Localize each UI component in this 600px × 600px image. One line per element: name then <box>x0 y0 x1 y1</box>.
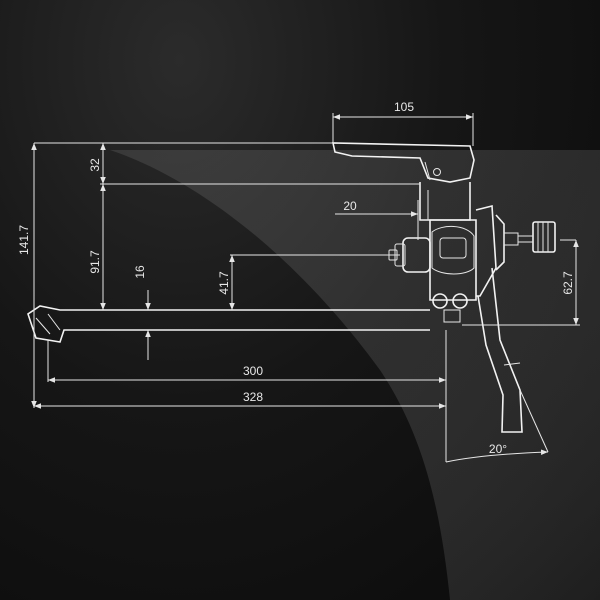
handle-screw-icon <box>433 168 441 176</box>
dim-spout-reach: 300 <box>243 364 263 378</box>
dim-spout-to-handle: 91.7 <box>88 250 102 274</box>
dim-spout-thickness: 16 <box>133 265 147 279</box>
dim-total-reach: 328 <box>243 390 263 404</box>
outlet-ring-left <box>432 293 448 309</box>
dim-handle-length: 105 <box>394 100 414 114</box>
outlet-ring-right <box>452 293 468 309</box>
dim-spout-to-inlet: 41.7 <box>217 271 231 295</box>
shower-outlet-arm <box>477 267 523 433</box>
dim-spout-angle: 20° <box>489 442 507 456</box>
dim-total-height: 141.7 <box>17 225 31 255</box>
dim-handle-height: 32 <box>88 158 102 172</box>
handle-lever <box>331 142 475 183</box>
mixer-body <box>429 219 477 301</box>
dimension-lines <box>31 113 580 463</box>
background-sheen <box>110 150 600 600</box>
dim-inlet-height: 62.7 <box>561 271 575 295</box>
dim-cartridge-offset: 20 <box>343 199 357 213</box>
